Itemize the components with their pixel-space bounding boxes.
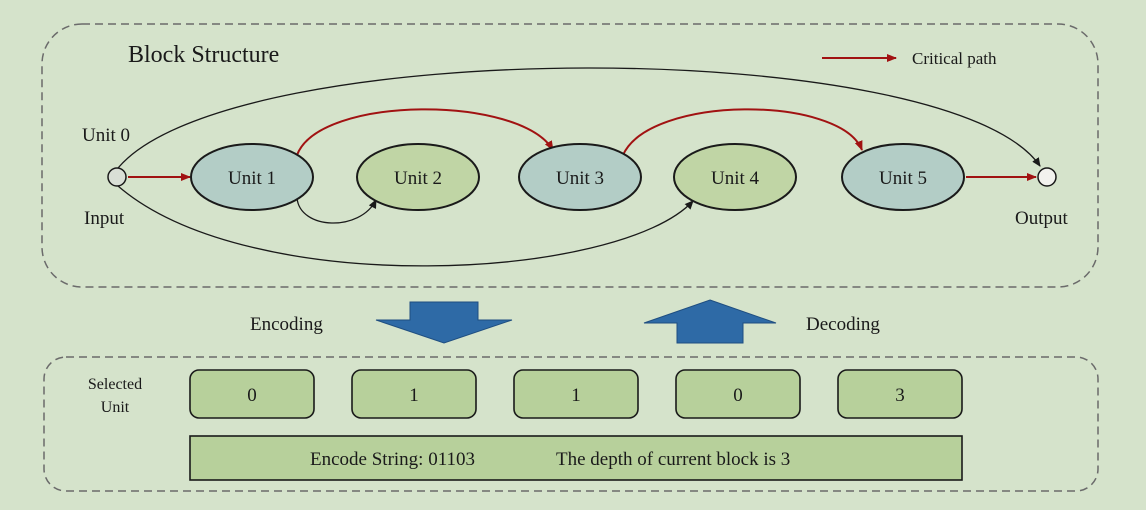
- code-value-5: 3: [895, 385, 905, 406]
- edge-unit3-unit5: [622, 108, 863, 156]
- decoding-label: Decoding: [806, 314, 880, 335]
- output-label: Output: [1015, 208, 1069, 229]
- unit-2-node: [356, 143, 480, 211]
- code-box-1: [189, 369, 315, 419]
- encode-string-box: [189, 435, 963, 481]
- edge-unit0-output: [117, 67, 1041, 169]
- code-box-3: [513, 369, 639, 419]
- code-value-1: 0: [247, 385, 257, 406]
- unit-1-label: Unit 1: [228, 168, 276, 189]
- unit-5-label: Unit 5: [879, 168, 927, 189]
- edge-unit1-unit3: [296, 108, 554, 156]
- unit0-label: Unit 0: [82, 125, 130, 146]
- decoding-arrow-icon: [643, 299, 777, 344]
- unit-3-node: [518, 143, 642, 211]
- code-value-2: 1: [409, 385, 419, 406]
- depth-text: The depth of current block is 3: [556, 449, 790, 470]
- code-box-5: [837, 369, 963, 419]
- edge-unit0-unit4: [117, 185, 694, 267]
- code-box-4: [675, 369, 801, 419]
- unit-5-node: [841, 143, 965, 211]
- encode-string-text: Encode String: 01103: [310, 449, 475, 470]
- legend: Critical path: [822, 49, 997, 68]
- input-node: [107, 167, 127, 187]
- encoding-label: Encoding: [250, 314, 323, 335]
- encoding-arrow-icon: [375, 301, 513, 344]
- selected-unit-label-line2: Unit: [101, 399, 130, 416]
- code-value-4: 0: [733, 385, 743, 406]
- unit-2-label: Unit 2: [394, 168, 442, 189]
- selected-unit-label-line1: Selected: [88, 376, 142, 393]
- code-value-3: 1: [571, 385, 581, 406]
- legend-label: Critical path: [912, 49, 997, 68]
- unit-4-node: [673, 143, 797, 211]
- output-node: [1037, 167, 1057, 187]
- input-label: Input: [84, 208, 125, 229]
- unit-3-label: Unit 3: [556, 168, 604, 189]
- unit-4-label: Unit 4: [711, 168, 760, 189]
- code-box-2: [351, 369, 477, 419]
- block-structure-panel: [41, 23, 1099, 288]
- edge-unit1-unit2: [296, 197, 377, 224]
- panel-title: Block Structure: [128, 42, 279, 68]
- unit-1-node: [190, 143, 314, 211]
